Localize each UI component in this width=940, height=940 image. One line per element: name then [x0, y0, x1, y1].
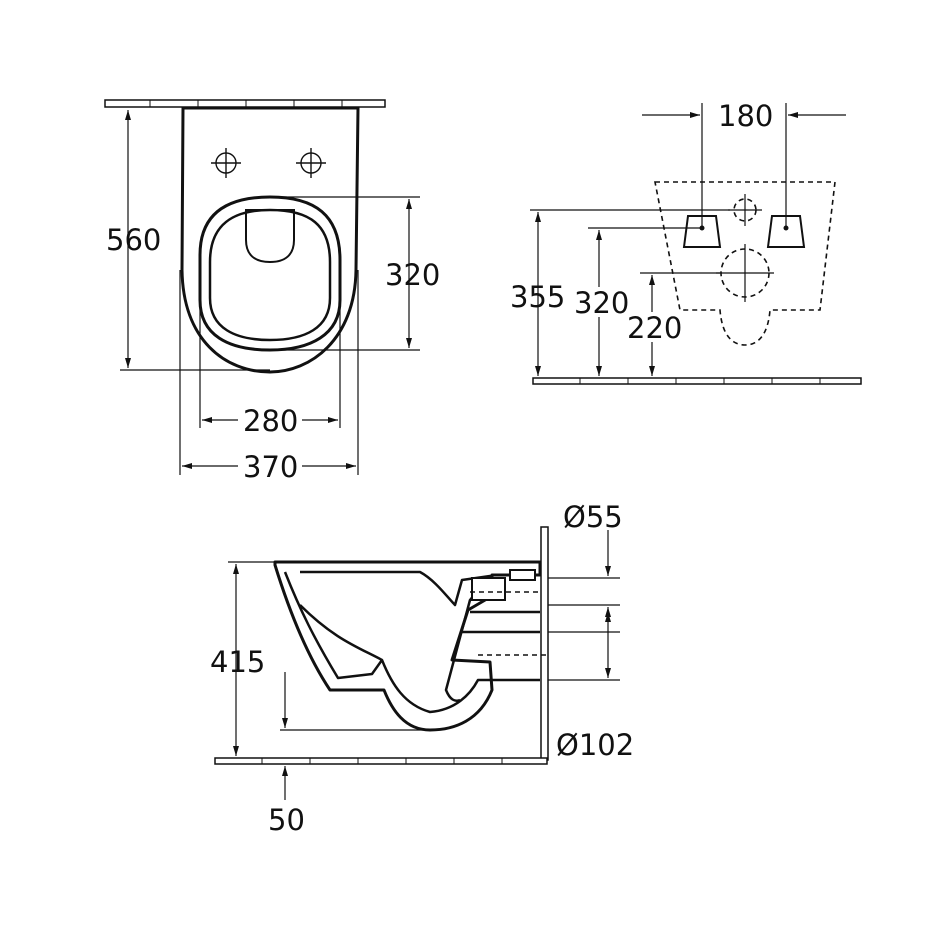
- dim-220: 220: [627, 311, 682, 345]
- top-bowl-outline: [180, 106, 360, 374]
- top-wall-ticks: [149, 100, 343, 107]
- dim-280: 280: [243, 404, 298, 438]
- top-view: 560 320 280 370: [104, 99, 440, 484]
- dim-180: 180: [718, 99, 773, 133]
- dim-line-180: [701, 103, 787, 228]
- dim-370: 370: [243, 450, 298, 484]
- back-dashed-outline: [654, 181, 836, 346]
- side-bowl-outline: [273, 560, 542, 732]
- back-extension-lines: [530, 209, 730, 274]
- dim-355: 355: [510, 280, 565, 314]
- back-view: 180 355 320 220: [510, 99, 862, 385]
- side-wall: [540, 526, 549, 761]
- back-dashed-circles: [716, 194, 774, 302]
- dim-50: 50: [268, 803, 305, 837]
- top-wall-plate: [104, 99, 386, 108]
- dim-55: Ø55: [563, 500, 623, 534]
- side-centerlines: [470, 591, 550, 656]
- back-floor-ticks: [579, 378, 821, 384]
- dim-370-bg: [238, 450, 302, 480]
- top-flush-opening: [245, 209, 295, 264]
- dim-102: Ø102: [556, 728, 634, 762]
- dim-320-back: 320: [574, 286, 629, 320]
- side-view: 415 50 Ø55 Ø102: [210, 500, 634, 837]
- side-trap: [462, 610, 540, 634]
- dim-320-top: 320: [385, 258, 440, 292]
- dim-415: 415: [210, 645, 265, 679]
- side-floor-ticks: [261, 758, 503, 764]
- top-extension-lines: [120, 196, 420, 475]
- top-seat-inner: [208, 208, 332, 342]
- back-fixing-brackets: [682, 215, 806, 248]
- back-floor-plate: [532, 377, 862, 385]
- side-floor-plate: [214, 757, 548, 765]
- top-fixing-holes: [211, 148, 326, 178]
- dim-280-bg: [238, 404, 302, 434]
- dim-220-bg: [626, 312, 684, 342]
- dim-320-back-bg: [573, 287, 631, 317]
- side-extension-lines: [228, 561, 620, 731]
- dim-560: 560: [106, 223, 161, 257]
